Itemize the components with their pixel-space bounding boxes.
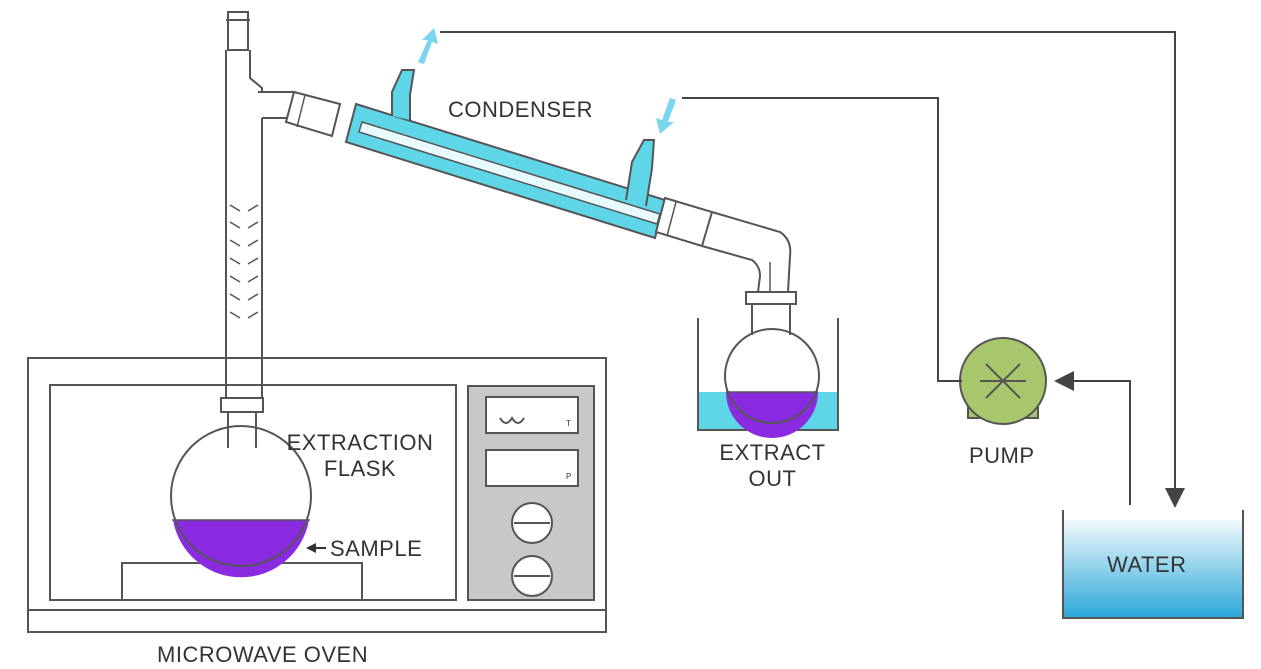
flow-lines: [440, 31, 1185, 508]
extract-liquid: [726, 392, 818, 438]
vertical-column: [220, 11, 295, 448]
microwave-oven-label: MICROWAVE OVEN: [157, 642, 369, 667]
reservoir-to-pump-line: [1054, 371, 1131, 505]
pressure-display: [485, 449, 579, 487]
extraction-flask-label-line1: EXTRACTION: [286, 430, 434, 455]
water-label: WATER: [1107, 552, 1187, 577]
temperature-display: [485, 396, 579, 434]
knob-lower: [511, 555, 553, 597]
receiver-adapter: [701, 211, 797, 335]
coolant-flow-arrows: [418, 28, 676, 134]
water-reservoir: [1062, 510, 1244, 619]
extract-out-label: EXTRACT OUT: [690, 440, 855, 492]
pump-label: PUMP: [969, 443, 1035, 468]
sample-label: SAMPLE: [330, 536, 423, 561]
extraction-flask: [170, 425, 326, 578]
outlet-nozzle: [391, 69, 416, 120]
return-line: [440, 31, 1185, 508]
inner-tube: [358, 121, 661, 225]
pump: [959, 337, 1047, 425]
extract-out-label-line1: EXTRACT: [719, 440, 826, 465]
extraction-flask-label: EXTRACTION FLASK: [262, 430, 458, 482]
knob-upper: [511, 502, 553, 544]
pump-to-inlet-line: [682, 97, 962, 382]
control-panel: [467, 385, 595, 601]
condenser-label: CONDENSER: [448, 97, 594, 122]
condenser: [284, 69, 714, 248]
extract-beaker: [697, 318, 839, 438]
extraction-flask-label-line2: FLASK: [323, 456, 397, 481]
inlet-flow-arrow-icon: [656, 98, 676, 134]
sample-liquid: [173, 520, 309, 578]
extract-out-label-line2: OUT: [748, 466, 797, 491]
gauge-p-label: P: [566, 472, 572, 481]
vigreux-indentations: [229, 204, 259, 319]
outlet-flow-arrow-icon: [418, 28, 438, 64]
inlet-nozzle: [625, 139, 656, 207]
gauge-t-label: T: [566, 419, 572, 428]
temperature-wave-icon: [499, 416, 525, 424]
